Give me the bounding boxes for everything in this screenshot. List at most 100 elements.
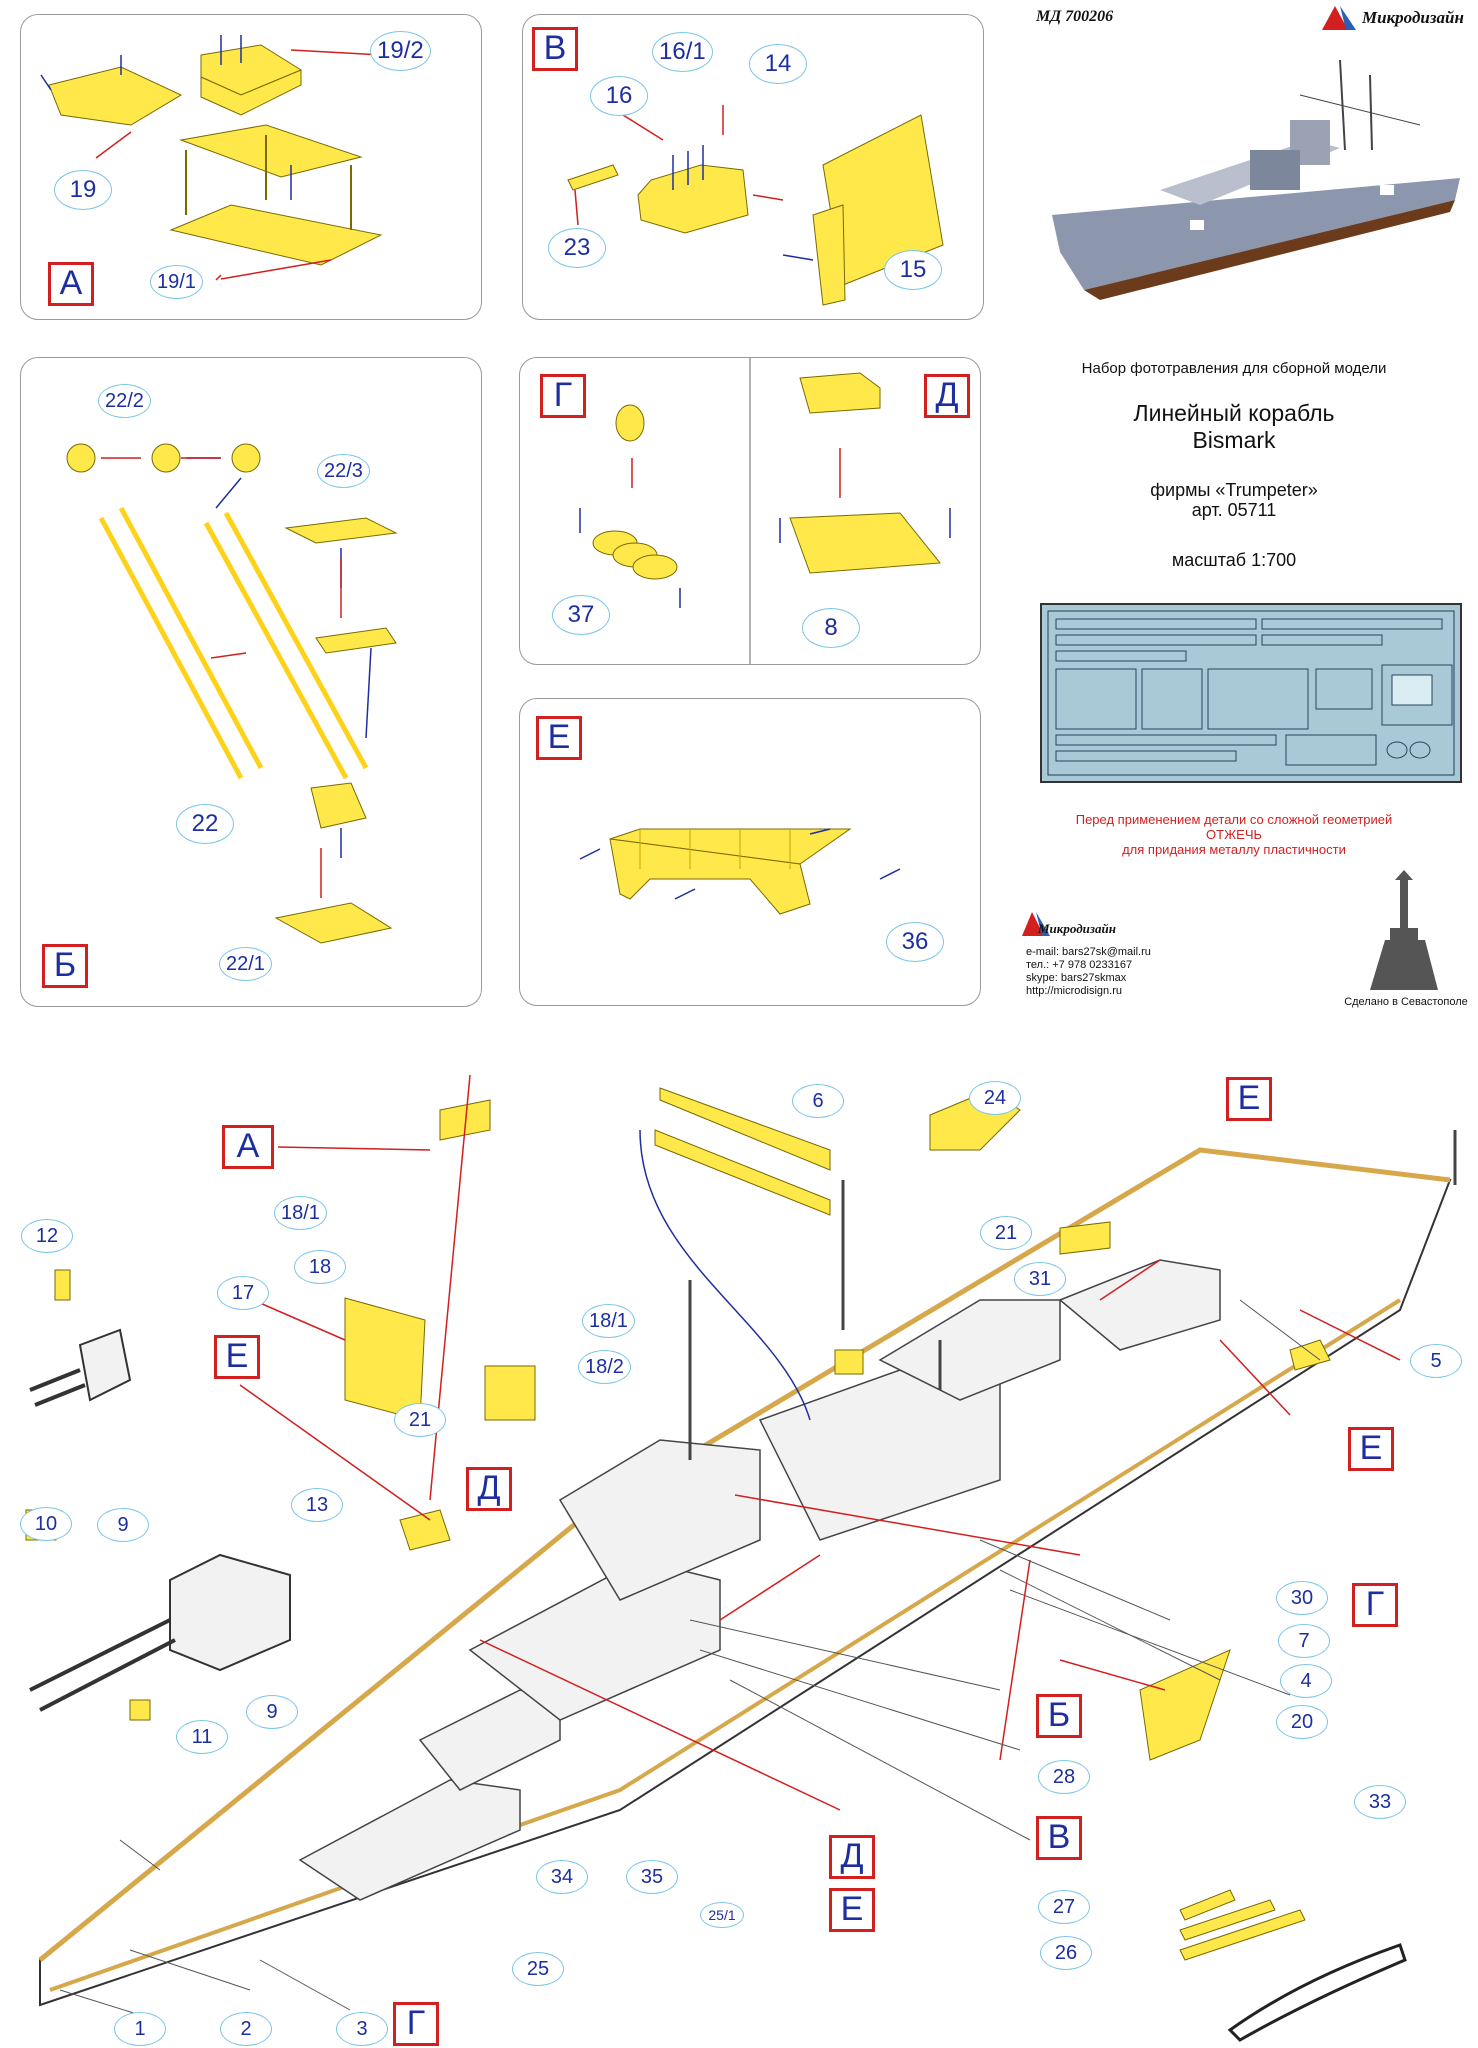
label-30: 30 [1276,1581,1328,1615]
label-25-1: 25/1 [700,1902,744,1928]
label-19-1: 19/1 [150,265,203,299]
label-23: 23 [548,228,606,268]
hull-outline [38,1147,1452,2007]
warning-line-2: ОТЖЕЧЬ [1205,827,1263,842]
panel-a-drawing [40,35,384,281]
panel-a-letter: А [48,262,94,306]
label-27: 27 [1038,1890,1090,1924]
main-letter-e-left: Е [214,1335,260,1379]
contact-website[interactable]: http://microdisign.ru [1026,985,1122,997]
label-36: 36 [886,922,944,962]
firm-name: фирмы «Trumpeter» [1150,480,1318,500]
label-35: 35 [626,1860,678,1894]
superstructure [298,1259,1221,1901]
label-19: 19 [54,170,112,210]
label-4: 4 [1280,1664,1332,1698]
label-3: 3 [336,2012,388,2046]
label-16: 16 [590,76,648,116]
label-5: 5 [1410,1344,1462,1378]
main-letter-b: Б [1036,1694,1082,1738]
lifeboat [1227,1943,1407,2042]
grey-leader-lines [59,1299,1321,2016]
red-leader-lines [239,1074,1401,1811]
yellow-parts [25,1087,1331,1961]
label-28: 28 [1038,1760,1090,1794]
label-8: 8 [802,608,860,648]
label-33: 33 [1354,1785,1406,1819]
label-12: 12 [21,1219,73,1253]
main-letter-v: В [1036,1816,1082,1860]
label-18-1-top: 18/1 [274,1196,327,1230]
panel-e-drawing [579,828,901,915]
label-26: 26 [1040,1936,1092,1970]
label-37: 37 [552,595,610,635]
label-22: 22 [176,804,234,844]
main-letter-e-bottom: Е [829,1888,875,1932]
panel-v-letter: В [532,27,578,71]
label-18: 18 [294,1250,346,1284]
main-letter-a: А [222,1125,274,1169]
label-24: 24 [969,1081,1021,1115]
label-20: 20 [1276,1705,1328,1739]
panel-g-d [519,357,981,665]
label-1: 1 [114,2012,166,2046]
kit-subtitle: Набор фототравления для сборной модели [1081,360,1387,377]
article-number: арт. 05711 [1191,500,1277,520]
label-31: 31 [1014,1262,1066,1296]
scale-label: масштаб 1:700 [1171,550,1297,570]
main-letter-e-top: Е [1226,1077,1272,1121]
annealing-warning: Перед применением детали со сложной геом… [1000,812,1468,857]
masts [688,1130,1457,1460]
label-19-2: 19/2 [370,31,431,71]
label-17: 17 [217,1276,269,1310]
panel-g-letter: Г [540,374,586,418]
label-34: 34 [536,1860,588,1894]
turrets [78,1328,291,1672]
main-letter-d-bottom: Д [829,1835,875,1879]
brand-name: Микродизайн [1362,8,1464,27]
brand-name-small: Микродизайн [1038,921,1116,936]
contact-skype: skype: bars27skmax [1026,972,1127,984]
panel-b-drawing [66,443,398,944]
manufacturer-info: фирмы «Trumpeter» арт. 05711 [1000,480,1468,520]
contact-email: e-mail: bars27sk@mail.ru [1026,946,1151,958]
main-letter-d-top: Д [466,1467,512,1511]
label-6: 6 [792,1084,844,1118]
panel-b-letter: Б [42,944,88,988]
panel-d-letter: Д [924,374,970,418]
label-22-1: 22/1 [219,947,272,981]
product-code: МД 700206 [1036,8,1114,25]
label-9-bottom: 9 [246,1695,298,1729]
contact-phone: тел.: +7 978 0233167 [1026,959,1133,971]
ship-type: Линейный корабль [1133,400,1335,426]
main-letter-g-right: Г [1352,1583,1398,1627]
label-18-2: 18/2 [578,1350,631,1384]
ship-name: Bismark [1192,427,1276,453]
label-10: 10 [20,1507,72,1541]
label-16-1: 16/1 [652,32,713,72]
label-13: 13 [291,1488,343,1522]
label-9-top: 9 [97,1508,149,1542]
main-letter-e-right: Е [1348,1427,1394,1471]
panel-g-d-drawing [579,358,951,664]
label-21-right: 21 [980,1216,1032,1250]
label-11: 11 [176,1720,228,1754]
panel-v-drawing [567,105,944,306]
label-22-2: 22/2 [98,384,151,418]
made-in-label: Сделано в Севастополе [1344,996,1468,1008]
label-21-left: 21 [394,1403,446,1437]
ship-title: Линейный корабль Bismark [1000,400,1468,454]
label-18-1-right: 18/1 [582,1304,635,1338]
label-7: 7 [1278,1624,1330,1658]
warning-line-1: Перед применением детали со сложной геом… [1075,812,1393,827]
label-2: 2 [220,2012,272,2046]
label-14: 14 [749,44,807,84]
panel-b [20,357,482,1007]
label-15: 15 [884,250,942,290]
contact-info: e-mail: bars27sk@mail.ru тел.: +7 978 02… [1026,946,1151,998]
main-letter-g-bottom: Г [393,2002,439,2046]
label-22-3: 22/3 [317,454,370,488]
panel-e-letter: Е [536,716,582,760]
